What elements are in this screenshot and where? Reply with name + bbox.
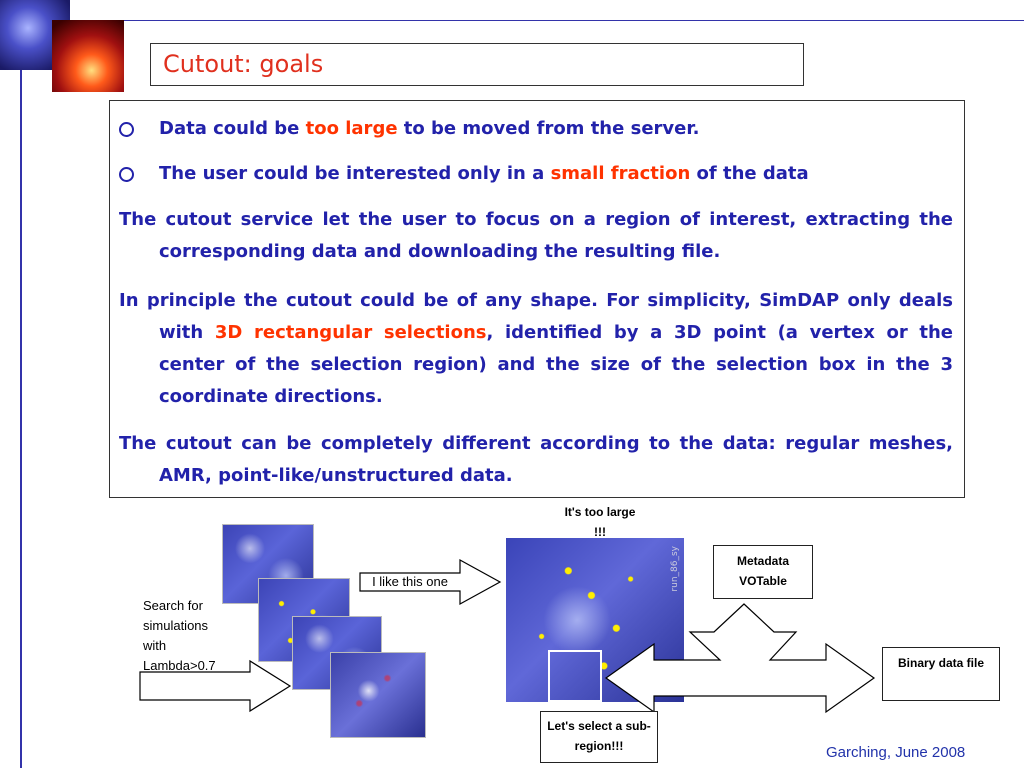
left-accent-line [20, 0, 22, 768]
simulation-thumbnail-4 [330, 652, 426, 738]
para2-text-after: , identified by a 3D point (a vertex or … [159, 322, 954, 407]
footer-text: Garching, June 2008 [826, 744, 966, 761]
bullet1-highlight: too large [305, 118, 398, 139]
metadata-label: Metadata VOTable [736, 554, 789, 588]
like-arrow [359, 558, 502, 606]
binary-label: Binary data file [897, 656, 985, 670]
bullet2-highlight: small fraction [550, 163, 691, 184]
top-accent-line [0, 20, 1024, 21]
bullet1-text-after: to be moved from the server. [397, 118, 700, 139]
content-box: Data could be too large to be moved from… [109, 100, 965, 498]
bullet1-text-before: Data could be [159, 118, 306, 139]
bullet-small-fraction: The user could be interested only in a s… [119, 158, 953, 190]
galaxy-logo-red [52, 20, 124, 92]
metadata-votable-box: Metadata VOTable [713, 545, 813, 599]
circle-bullet-icon [119, 122, 134, 137]
bullet2-text-after: of the data [690, 163, 809, 184]
paragraph-principle: In principle the cutout could be of any … [119, 285, 953, 413]
binary-data-box: Binary data file [882, 647, 1000, 701]
paragraph-cutout-service: The cutout service let the user to focus… [119, 209, 953, 262]
para2-highlight: 3D rectangular selections [214, 322, 487, 343]
para2-text-before: In principle the cutout could be of any … [119, 290, 953, 343]
like-label-wrap: I like this one [360, 573, 460, 591]
title-box: Cutout: goals [150, 43, 804, 86]
paragraph-data-types: The cutout can be completely different a… [119, 433, 953, 486]
page-title: Cutout: goals [163, 50, 324, 78]
select-subregion-box: Let's select a sub-region!!! [540, 711, 658, 763]
bullet-too-large: Data could be too large to be moved from… [119, 113, 953, 145]
search-label: Search for simulations with Lambda>0.7 [143, 598, 216, 673]
selection-double-arrow [604, 603, 876, 714]
search-arrow [139, 659, 292, 713]
like-label: I like this one [372, 574, 448, 589]
bullet2-text-before: The user could be interested only in a [159, 163, 551, 184]
select-label: Let's select a sub-region!!! [547, 719, 651, 753]
too-large-label: It's too large !!! [564, 505, 636, 539]
circle-bullet-icon [119, 167, 134, 182]
selection-region-box [548, 650, 602, 702]
